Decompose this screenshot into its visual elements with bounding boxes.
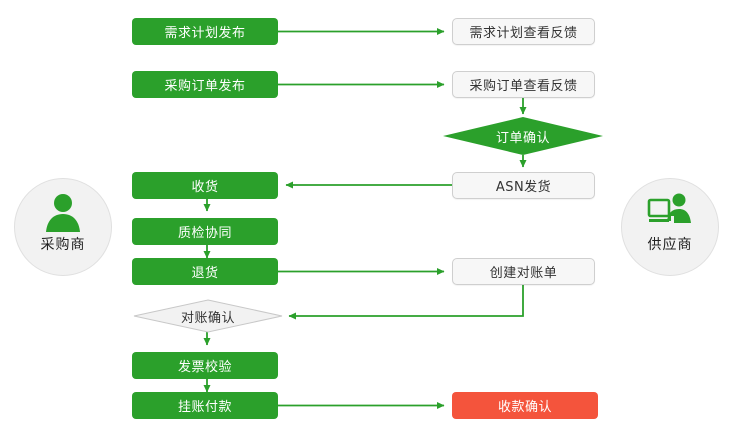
actor-supplier-label: 供应商 [647,237,693,253]
diamond-shape-green [443,117,603,155]
node-demand-plan-publish[interactable]: 需求计划发布 [132,18,278,45]
node-label: 需求计划查看反馈 [469,26,578,41]
node-receive-goods[interactable]: 收货 [132,172,278,199]
node-po-publish[interactable]: 采购订单发布 [132,71,278,98]
person-icon [46,194,80,232]
node-asn-ship[interactable]: ASN发货 [452,172,595,199]
actor-supplier[interactable]: 供应商 [621,178,719,276]
node-label: 收款确认 [497,400,552,415]
person-at-computer-icon [647,193,691,223]
node-label: 退货 [191,266,219,281]
node-label: 挂账付款 [177,400,232,415]
node-label: 采购订单查看反馈 [469,79,578,94]
node-statement-confirm[interactable]: 对账确认 [133,299,283,333]
node-order-confirm[interactable]: 订单确认 [443,117,603,155]
node-label: 采购订单发布 [164,79,246,94]
node-create-statement[interactable]: 创建对账单 [452,258,595,285]
node-label: 创建对账单 [489,266,558,281]
node-label: 需求计划发布 [164,26,246,41]
node-label: 收货 [191,180,219,195]
node-label: 质检协同 [177,226,232,241]
node-po-feedback[interactable]: 采购订单查看反馈 [452,71,595,98]
node-return-goods[interactable]: 退货 [132,258,278,285]
node-label: 对账确认 [180,310,235,326]
edge-statement-to-confirm [288,285,524,320]
node-label: ASN发货 [495,180,552,195]
node-quality-collab[interactable]: 质检协同 [132,218,278,245]
node-label: 订单确认 [495,130,550,146]
node-invoice-check[interactable]: 发票校验 [132,352,278,379]
node-demand-plan-feedback[interactable]: 需求计划查看反馈 [452,18,595,45]
node-label: 发票校验 [177,360,232,375]
node-payable-payment[interactable]: 挂账付款 [132,392,278,419]
node-receipt-confirm[interactable]: 收款确认 [452,392,598,419]
actor-buyer[interactable]: 采购商 [14,178,112,276]
actor-buyer-label: 采购商 [40,237,86,253]
diamond-shape-plain [133,299,283,333]
